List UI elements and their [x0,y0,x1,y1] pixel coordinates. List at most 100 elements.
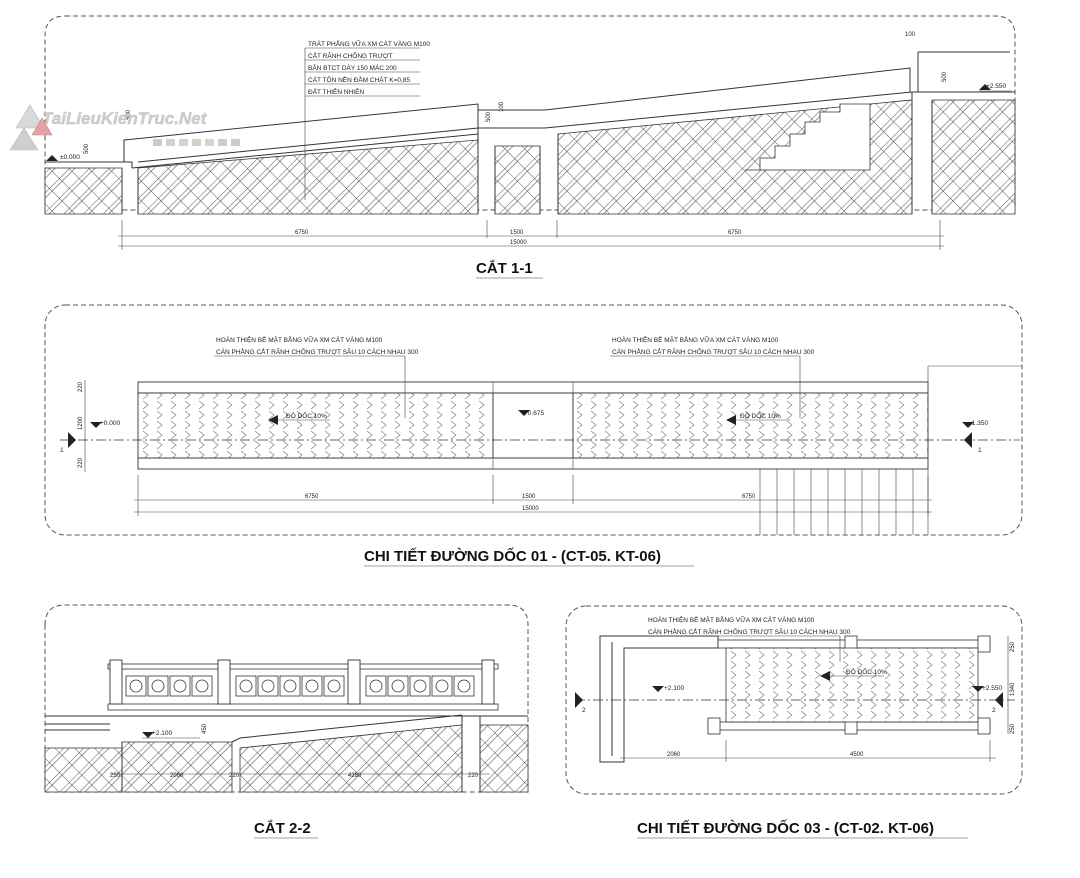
level-marker-icon [962,422,974,428]
detail-ramp-01: HOÀN THIỆN BỀ MẶT BẰNG VỮA XM CÁT VÀNG M… [44,304,1023,567]
note-03-b: CÁN PHẲNG CẮT RÃNH CHỐNG TRƯỢT SÂU 10 CÁ… [648,626,851,636]
logo-swatch [205,139,214,146]
logo-swatch [218,139,227,146]
title-section-2-2: CẮT 2-2 [254,819,311,837]
stair-void [745,103,871,171]
note-1-1-c: BẢN BTCT DÀY 150 MÁC 200 [308,63,397,72]
dim-2-2-d: 4280 [348,773,362,779]
note-1-1-d: CÁT TÔN NỀN ĐẦM CHẶT K=0,85 [308,74,410,84]
slope-01-right: ĐỘ DỐC 10% [740,410,781,420]
logo-swatch [153,139,162,146]
note-1-1-a: TRÁT PHẲNG VỮA XM CÁT VÀNG M100 [308,39,430,48]
slope-arrow-icon [726,415,736,425]
dim-03-side-c: 250 [1010,723,1016,734]
logo-swatch [166,139,175,146]
dim-1-1-s4: 500 [942,71,948,82]
level-1-1-high: +2.550 [986,83,1006,90]
section-2-2: +2.100 450 250 2060 220 4280 220 CẮT 2-2 [44,604,529,839]
ramp-surface-03 [725,647,979,723]
dim-01-c: 6750 [742,494,756,500]
dim-2-2-h: 450 [202,723,208,734]
frame-detail-01 [44,304,1023,536]
section-1-1: TRÁT PHẲNG VỮA XM CÁT VÀNG M100 CẮT RÃNH… [44,15,1016,279]
marker-03-left: 2 [582,707,586,714]
section-arrow-icon [68,432,76,448]
logo-icon [9,127,39,151]
dim-03-side-a: 250 [1010,641,1016,652]
landing-plan [492,392,574,459]
dim-01-side-b: 1200 [78,416,84,430]
level-marker-icon [652,686,664,692]
slope-01-left: ĐỘ DỐC 10% [286,410,327,420]
logo-icon [31,117,53,136]
detail-ramp-03: HOÀN THIỆN BỀ MẶT BẰNG VỮA XM CÁT VÀNG M… [565,605,1023,839]
logo-swatch [192,139,201,146]
dim-2-2-b: 2060 [170,773,184,779]
level-marker-icon [979,84,991,90]
note-1-1-b: CẮT RÃNH CHỐNG TRƯỢT [308,50,393,60]
dim-01-side-a: 220 [78,381,84,392]
dim-2-2-a: 250 [110,773,121,779]
level-marker-icon [90,422,102,428]
section-arrow-icon [995,692,1003,708]
watermark-text: TaiLieuKienTruc.Net [42,109,208,128]
dim-1-1-a: 6750 [295,230,309,236]
level-marker-icon [46,155,58,161]
dim-1-1-s5: 100 [905,32,916,38]
dim-03-b: 4500 [850,752,864,758]
dim-1-1-s6: 100 [499,101,505,112]
watermark: TaiLieuKienTruc.Net [9,104,240,151]
section-arrow-icon [964,432,972,448]
dim-1-1-b: 1500 [510,230,524,236]
level-03-a: +2.100 [664,685,684,692]
frame-section-2-2 [44,604,529,793]
logo-swatch [231,139,240,146]
dim-1-1-s3: 500 [486,111,492,122]
logo-swatch [179,139,188,146]
level-marker-icon [518,410,530,416]
dim-1-1-c: 6750 [728,230,742,236]
level-03-b: +2.550 [982,685,1002,692]
note-1-1-e: ĐẤT THIÊN NHIÊN [308,86,364,96]
slope-arrow-icon [268,415,278,425]
dim-01-b: 1500 [522,494,536,500]
title-detail-03: CHI TIẾT ĐƯỜNG DỐC 03 - (CT-02. KT-06) [637,819,934,837]
dim-01-side-c: 220 [78,457,84,468]
note-01-left-a: HOÀN THIỆN BỀ MẶT BẰNG VỮA XM CÁT VÀNG M… [216,334,383,344]
level-01-c: +1.350 [968,420,988,427]
title-detail-01: CHI TIẾT ĐƯỜNG DỐC 01 - (CT-05. KT-06) [364,547,661,565]
frame-detail-03 [565,605,1023,795]
slope-arrow-icon [820,671,830,681]
landing-fill [494,145,541,215]
dim-03-a: 2060 [667,752,681,758]
dim-2-2-e: 220 [468,773,479,779]
note-01-right-a: HOÀN THIỆN BỀ MẶT BẰNG VỮA XM CÁT VÀNG M… [612,334,779,344]
ramp-surface-right [572,392,929,459]
ground-hatch-right [931,99,1016,215]
note-01-right-b: CÁN PHẲNG CẮT RÃNH CHỐNG TRƯỢT SÂU 10 CÁ… [612,346,815,356]
level-marker-icon [972,686,984,692]
note-01-left-b: CÁN PHẲNG CẮT RÃNH CHỐNG TRƯỢT SÂU 10 CÁ… [216,346,419,356]
level-2-2: +2.100 [152,730,172,737]
marker-01-left: 1 [60,447,64,454]
level-01-b: +0.675 [524,410,544,417]
stair-treads [759,469,914,535]
ground-hatch-left [44,167,123,215]
ground-2-2-right [479,724,529,793]
dim-1-1-s1: 500 [84,143,90,154]
level-01-a: +0.000 [100,420,120,427]
dim-01-a: 6750 [305,494,319,500]
ramp-surface-left [137,392,494,459]
logo-icon [15,104,45,129]
slope-03: ĐỘ DỐC 10% [846,666,887,676]
dim-03-side-b: 1340 [1010,682,1016,696]
ground-2-2-mid [121,741,233,793]
level-1-1-low: ±0.000 [60,154,80,161]
dim-1-1-s2: 500 [126,109,132,120]
dim-1-1-total: 15000 [510,240,527,246]
note-03-a: HOÀN THIỆN BỀ MẶT BẰNG VỮA XM CÁT VÀNG M… [648,614,815,624]
section-arrow-icon [575,692,583,708]
balustrade [107,659,499,711]
dim-2-2-c: 220 [229,773,240,779]
ground-2-2-left [44,747,123,793]
